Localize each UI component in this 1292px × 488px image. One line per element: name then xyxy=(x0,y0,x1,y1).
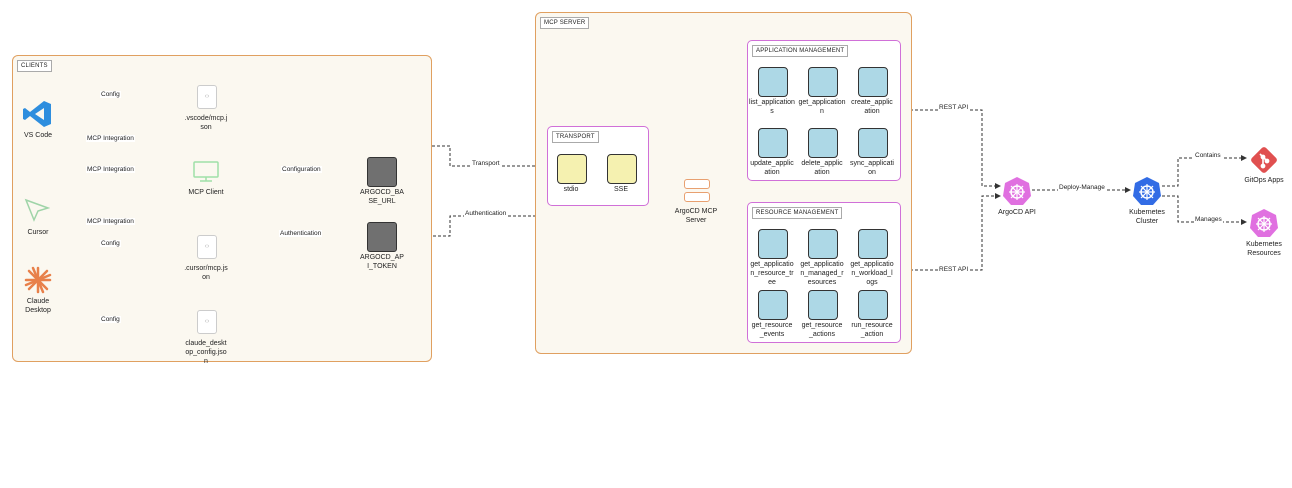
kubernetes-cluster-label: Kubernetes Cluster xyxy=(1129,209,1165,225)
edge-label-config-cursor: Config xyxy=(100,240,121,247)
clients-group: CLIENTS xyxy=(12,55,432,362)
clients-group-label: CLIENTS xyxy=(17,60,52,72)
vscode-config-file-label: .vscode/mcp.j son xyxy=(184,115,228,131)
argocd-api-token-label: ARGOCD_AP I_TOKEN xyxy=(360,254,404,270)
tool-get-application-managed-resources xyxy=(808,229,838,259)
sse-label: SSE xyxy=(613,186,628,193)
kubernetes-cluster-icon xyxy=(1133,177,1161,205)
argocd-api-token-node xyxy=(367,222,397,252)
monitor-icon xyxy=(193,161,219,182)
tool-run-resource-action-label: run_resource _action xyxy=(851,322,893,338)
tool-get-resource-actions-label: get_resource _actions xyxy=(801,322,843,338)
argocd-base-url-node xyxy=(367,157,397,187)
tool-get-resource-actions xyxy=(808,290,838,320)
kubernetes-resources-icon xyxy=(1250,209,1278,237)
claude-config-file-icon: ‹› xyxy=(197,310,217,334)
vscode-icon xyxy=(23,101,51,127)
mcp-server-group-label: MCP SERVER xyxy=(540,17,590,29)
tool-update-application xyxy=(758,128,788,158)
edge-label-authentication-env: Authentication xyxy=(279,230,323,237)
kubernetes-resources-label: Kubernetes Resources xyxy=(1246,241,1282,257)
tool-get-application xyxy=(808,67,838,97)
tool-get-application-workload-logs xyxy=(858,229,888,259)
cursor-icon xyxy=(24,198,50,222)
resource-management-label: RESOURCE MANAGEMENT xyxy=(752,207,843,219)
tool-update-application-label: update_applic ation xyxy=(750,160,794,176)
cursor-config-file-label: .cursor/mcp.js on xyxy=(184,265,228,281)
tool-create-application-label: create_applic ation xyxy=(851,99,893,115)
tool-sync-application xyxy=(858,128,888,158)
server-label: ArgoCD MCP Server xyxy=(674,208,718,224)
edge-label-mcp-integration-cursor-1: MCP Integration xyxy=(86,166,135,173)
gitops-apps-label: GitOps Apps xyxy=(1244,177,1284,184)
vscode-config-file-icon: ‹› xyxy=(197,85,217,109)
tool-get-application-resource-tree-label: get_applicatio n_resource_tr ee xyxy=(750,261,794,286)
claude-config-file-label: claude_deskt op_config.jso n xyxy=(185,340,227,365)
argocd-api-label: ArgoCD API xyxy=(998,209,1036,216)
argocd-api-icon xyxy=(1003,177,1031,205)
tool-get-application-resource-tree xyxy=(758,229,788,259)
server-node-bottom xyxy=(684,192,710,202)
tool-get-application-managed-resources-label: get_applicatio n_managed_r esources xyxy=(800,261,844,286)
tool-create-application xyxy=(858,67,888,97)
tool-get-application-label: get_application n xyxy=(798,99,846,115)
cursor-label: Cursor xyxy=(27,229,49,236)
git-icon xyxy=(1251,147,1277,173)
application-management-label: APPLICATION MANAGEMENT xyxy=(752,45,849,57)
sse-node xyxy=(607,154,637,184)
edge-label-transport: Transport xyxy=(471,160,501,167)
edge-label-config-claude: Config xyxy=(100,316,121,323)
tool-list-applications xyxy=(758,67,788,97)
tool-delete-application-label: delete_applic ation xyxy=(801,160,843,176)
edge-label-configuration: Configuration xyxy=(281,166,322,173)
edge-label-deploy-manage: Deploy-Manage xyxy=(1058,184,1106,191)
tool-get-application-workload-logs-label: get_applicatio n_workload_l ogs xyxy=(850,261,894,286)
edge-label-manages: Manages xyxy=(1194,216,1223,223)
transport-group-label: TRANSPORT xyxy=(552,131,599,143)
cursor-config-file-icon: ‹› xyxy=(197,235,217,259)
edge-label-mcp-integration-vscode: MCP Integration xyxy=(86,135,135,142)
edge-label-contains: Contains xyxy=(1194,152,1222,159)
mcp-client-label: MCP Client xyxy=(188,189,224,196)
edge-label-rest-api-app: REST API xyxy=(938,104,970,111)
claude-label: Claude Desktop xyxy=(25,298,51,314)
vscode-label: VS Code xyxy=(23,132,53,139)
stdio-label: stdio xyxy=(563,186,579,193)
stdio-node xyxy=(557,154,587,184)
tool-delete-application xyxy=(808,128,838,158)
server-node-top xyxy=(684,179,710,189)
edge-label-mcp-integration-cursor-2: MCP Integration xyxy=(86,218,135,225)
tool-get-resource-events xyxy=(758,290,788,320)
edge-label-config-vscode: Config xyxy=(100,91,121,98)
edge-label-rest-api-res: REST API xyxy=(938,266,970,273)
tool-run-resource-action xyxy=(858,290,888,320)
edge-label-authentication-server: Authentication xyxy=(464,210,508,217)
tool-list-applications-label: list_application s xyxy=(749,99,795,115)
claude-icon xyxy=(24,266,52,294)
tool-get-resource-events-label: get_resource _events xyxy=(751,322,793,338)
tool-sync-application-label: sync_applicati on xyxy=(850,160,894,176)
argocd-base-url-label: ARGOCD_BA SE_URL xyxy=(360,189,404,205)
